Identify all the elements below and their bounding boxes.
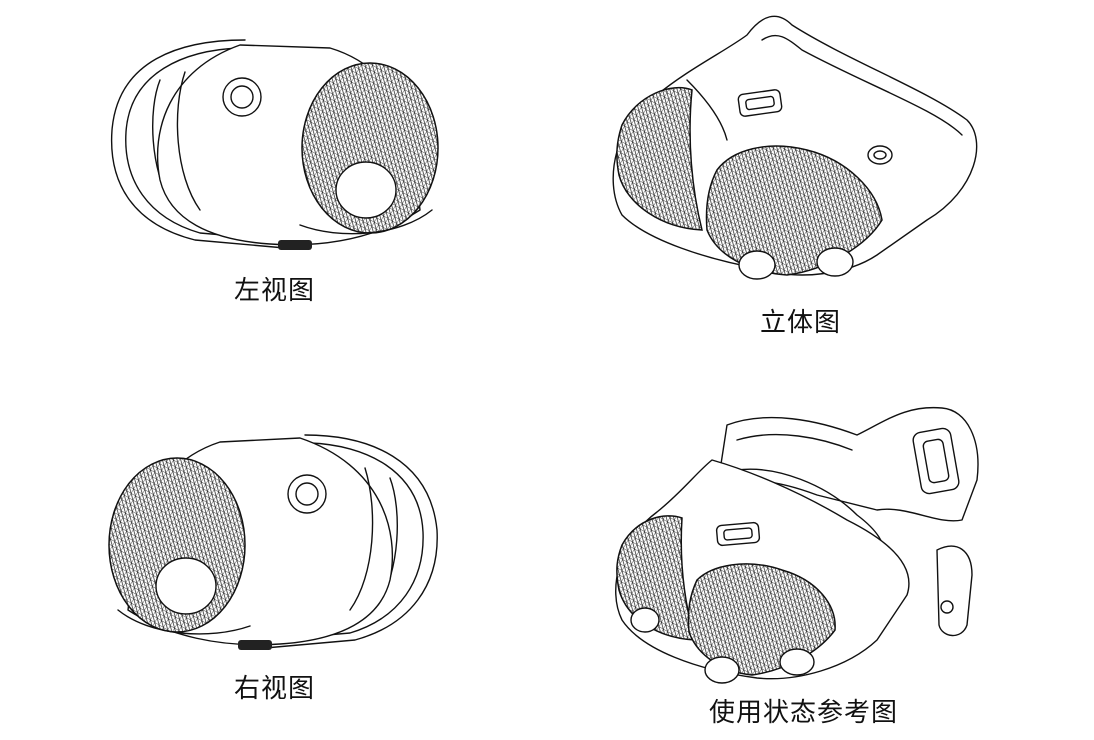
- perspective-view-caption: 立体图: [760, 308, 842, 338]
- right-view-caption: 右视图: [234, 674, 316, 704]
- right-view-drawing: [108, 434, 438, 650]
- perspective-view-drawing: [612, 15, 978, 280]
- left-view-drawing: [110, 39, 439, 250]
- usage-view-drawing: [615, 406, 979, 684]
- right-view-figure: 右视图: [0, 400, 547, 710]
- usage-view-caption: 使用状态参考图: [709, 698, 899, 728]
- perspective-view-figure: 立体图: [547, 0, 1094, 340]
- usage-view-figure: 使用状态参考图: [547, 400, 1094, 740]
- left-view-caption: 左视图: [234, 276, 316, 306]
- left-view-figure: 左视图: [0, 0, 547, 310]
